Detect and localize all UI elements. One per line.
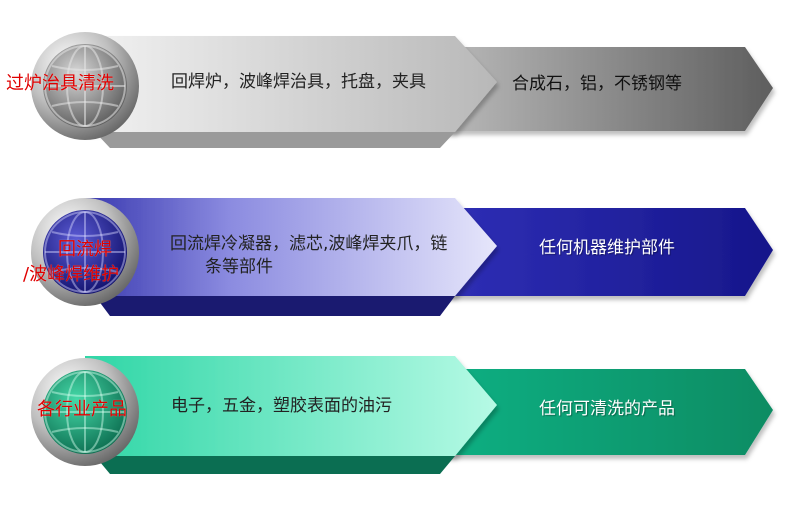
row-3 <box>31 356 773 474</box>
row-2-desc-arrow <box>85 198 497 296</box>
row-3-desc-arrow <box>85 356 497 456</box>
row-1-target: 合成石，铝，不锈钢等 <box>512 74 682 94</box>
row-1-title: 过炉治具清洗 <box>6 73 114 94</box>
row-1-description: 回焊炉，波峰焊治具，托盘，夹具 <box>171 72 426 92</box>
row-3-target-arrow <box>430 369 773 455</box>
globe-icon <box>31 358 139 466</box>
row-1 <box>31 32 773 148</box>
row-1-desc-shadow-bottom <box>95 132 455 148</box>
globe-icon <box>31 32 139 140</box>
row-1-desc-arrow <box>85 36 497 132</box>
row-3-description: 电子，五金，塑胶表面的油污 <box>171 396 392 416</box>
row-2-target-arrow <box>430 208 773 296</box>
row-3-desc-shadow-bottom <box>95 456 455 474</box>
row-3-target: 任何可清洗的产品 <box>539 399 675 419</box>
row-2-desc-shadow-bottom <box>95 296 455 316</box>
row-1-target-arrow <box>430 47 773 131</box>
row-2 <box>31 198 773 316</box>
globe-icon <box>31 198 139 306</box>
row-2-title-line1: 回流焊 <box>58 239 112 260</box>
row-3-title: 各行业产品 <box>37 399 127 420</box>
row-2-description-line2: 条等部件 <box>205 257 273 277</box>
row-2-title-line2: /波峰焊维护 <box>23 264 120 285</box>
row-2-target: 任何机器维护部件 <box>539 238 675 258</box>
row-2-description-line1: 回流焊冷凝器，滤芯,波峰焊夹爪，链 <box>170 234 448 254</box>
